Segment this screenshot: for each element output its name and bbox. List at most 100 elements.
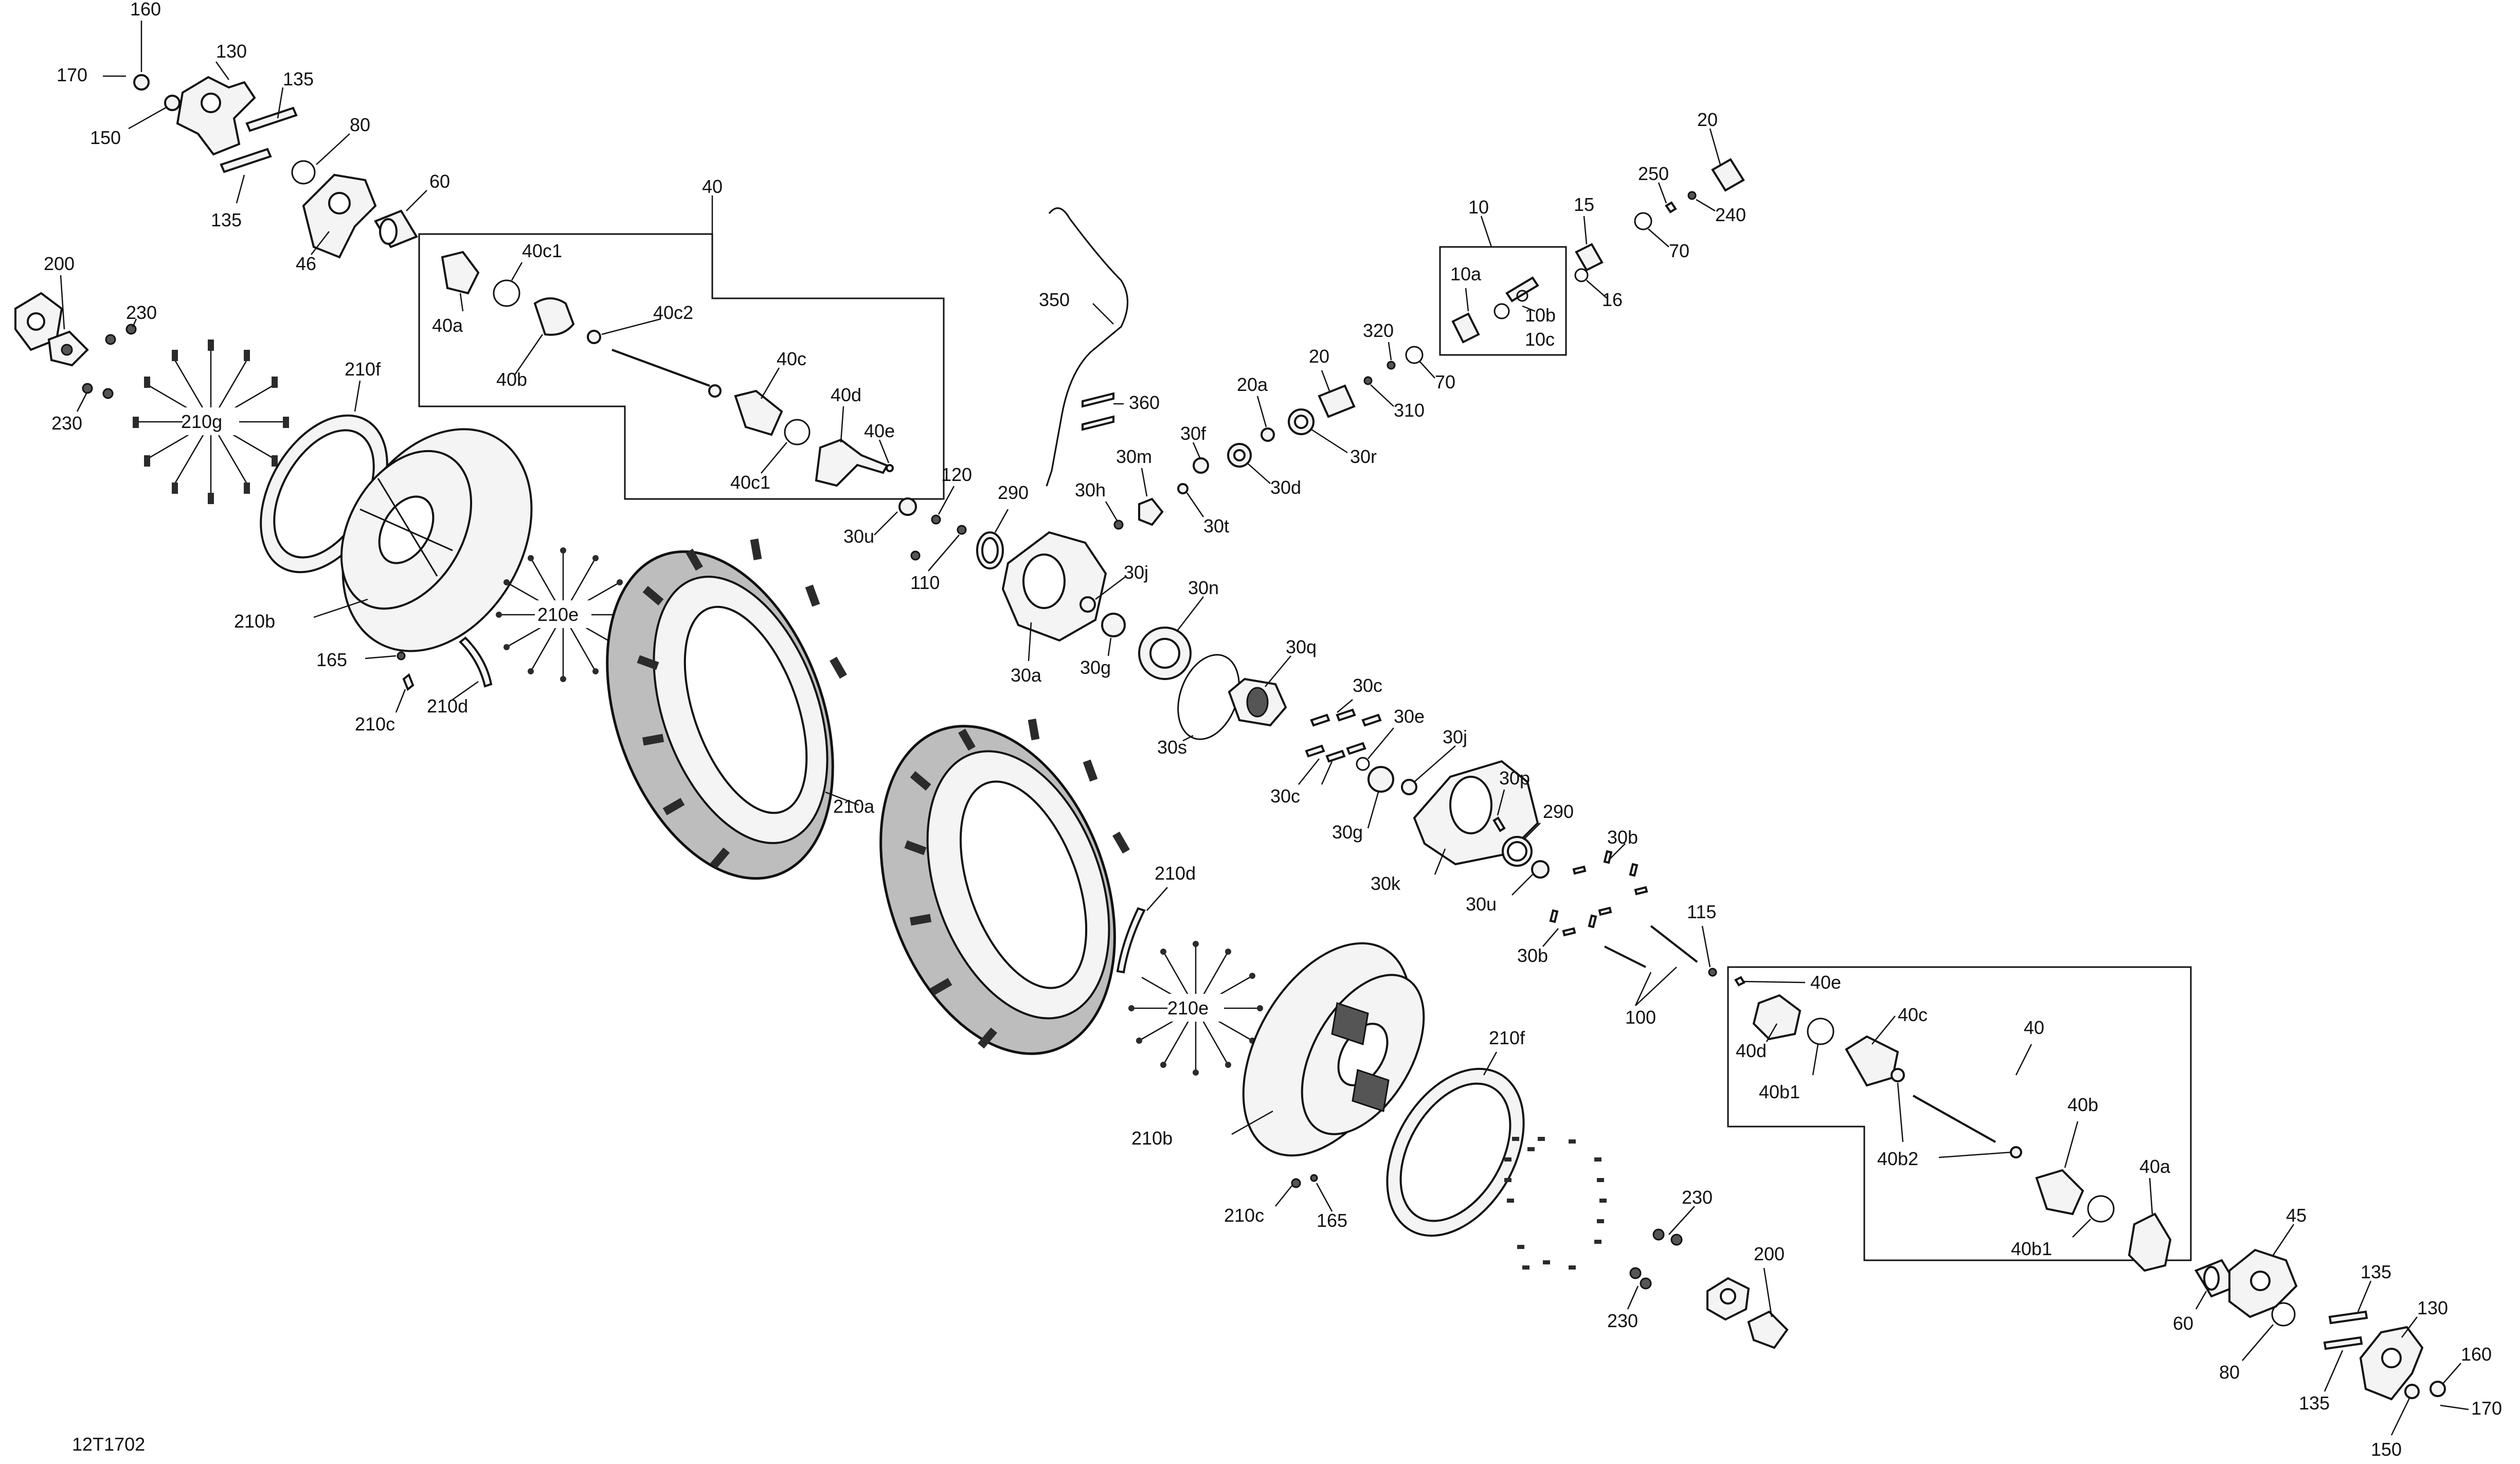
label: 30h: [1075, 479, 1106, 501]
label: 40e: [864, 420, 895, 441]
label: 240: [1715, 204, 1746, 225]
label: 80: [350, 114, 370, 135]
driveshaft-40-right: [1727, 966, 2192, 1272]
boot-40b-right: [2035, 1169, 2084, 1216]
label: 40b: [2067, 1094, 2098, 1115]
label: 210a: [833, 796, 875, 817]
ring-40c2-left: [587, 330, 601, 344]
washer-20a: [1261, 427, 1275, 442]
screw-110-a: [910, 550, 921, 561]
bearing-cover-200-right: [1706, 1267, 1789, 1349]
bolts-210e-right: [1128, 941, 1263, 1076]
wheel-rim-210b-left: [313, 428, 533, 652]
label: 210c: [1224, 1205, 1264, 1226]
label: 210b: [234, 611, 275, 632]
stud-135-left-b: [220, 148, 272, 173]
label: 40c: [777, 348, 806, 369]
screw-120: [931, 514, 941, 525]
label: 360: [1129, 392, 1160, 413]
screw-320: [1387, 361, 1396, 370]
label: 16: [1602, 289, 1623, 310]
bolts-210g-left: [133, 340, 289, 504]
circlip-80-left: [291, 160, 316, 185]
stud-135-right-b: [2323, 1336, 2363, 1350]
label: 20: [1309, 346, 1329, 367]
sleeve-15: [1575, 243, 1604, 272]
driveshaft-40-left: [418, 195, 945, 500]
label: 230: [1682, 1187, 1713, 1208]
nut-115: [1708, 968, 1717, 977]
label: 40a: [432, 315, 463, 336]
label: 135: [211, 209, 242, 230]
label: 160: [130, 0, 161, 20]
label: 30g: [1080, 657, 1111, 678]
label: 30p: [1499, 767, 1530, 789]
label: 80: [2219, 1362, 2240, 1383]
label: 135: [283, 68, 314, 90]
label: 210g: [181, 411, 222, 432]
oil-seal-30u-right: [1531, 860, 1550, 879]
label: 135: [2299, 1392, 2330, 1414]
label: 230: [51, 413, 82, 434]
washer-30e: [1356, 757, 1370, 771]
label: 40e: [1810, 972, 1841, 993]
right-hub-group: [2194, 1224, 2469, 1436]
label: 20: [1697, 109, 1718, 130]
label: 210e: [537, 604, 579, 625]
label: 46: [296, 253, 316, 274]
pin-30h: [1113, 520, 1124, 530]
label: 30e: [1394, 706, 1425, 727]
label: 150: [90, 127, 121, 148]
box-10: [1439, 246, 1567, 356]
label: 30t: [1203, 515, 1229, 537]
label: 165: [1317, 1210, 1347, 1231]
label: 135: [2361, 1261, 2391, 1282]
label: 40a: [2139, 1156, 2171, 1177]
label: 350: [1039, 289, 1070, 310]
label: 10: [1468, 197, 1489, 218]
bolt-100-b: [1650, 925, 1698, 963]
washer-150-right: [2404, 1384, 2420, 1399]
label: 30b: [1607, 827, 1638, 848]
clip-40e-right: [1734, 976, 1745, 987]
nut-160-right: [2429, 1381, 2446, 1397]
screws-30b: [1542, 843, 1648, 947]
label: 210f: [1489, 1027, 1525, 1048]
ring-left: [708, 384, 722, 398]
valve-210c-right: [1291, 1178, 1301, 1188]
boot-40c-left: [734, 389, 783, 436]
washer-310: [1363, 376, 1373, 385]
label: 200: [1754, 1243, 1785, 1264]
label: 40b1: [2011, 1238, 2052, 1259]
drawing-code: 12T1702: [72, 1434, 145, 1455]
oil-seal-30u-left: [898, 497, 917, 516]
clamp-40c1-top: [493, 279, 520, 307]
ring-40b2: [1891, 1068, 1905, 1082]
left-hub-group: [14, 21, 427, 412]
tire-210a-right: [879, 718, 1130, 1055]
vent-hose-350: [1046, 207, 1128, 487]
valve-165-right: [1310, 1174, 1318, 1182]
ring-right: [2010, 1146, 2022, 1158]
label: 30q: [1286, 636, 1317, 657]
label: 210c: [355, 713, 395, 735]
pinion-30m: [1138, 497, 1164, 526]
label: 70: [1669, 240, 1689, 261]
label: 120: [941, 464, 972, 485]
label: 210e: [1167, 997, 1209, 1019]
label: 60: [2173, 1313, 2193, 1334]
label: 40d: [1736, 1040, 1767, 1061]
label: 320: [1363, 320, 1394, 341]
label: 40b: [496, 369, 527, 390]
label: 250: [1638, 163, 1669, 184]
label: 290: [1543, 801, 1574, 822]
knuckle-46: [302, 173, 377, 259]
nut-160-left: [133, 74, 150, 91]
oring-240: [1687, 191, 1697, 200]
joint-40d-right: [1752, 994, 1802, 1041]
label: 40: [702, 176, 723, 197]
label: 40d: [831, 384, 861, 405]
label: 210b: [1131, 1128, 1173, 1149]
valve-parts-left: [365, 636, 493, 713]
label: 115: [1687, 901, 1716, 922]
